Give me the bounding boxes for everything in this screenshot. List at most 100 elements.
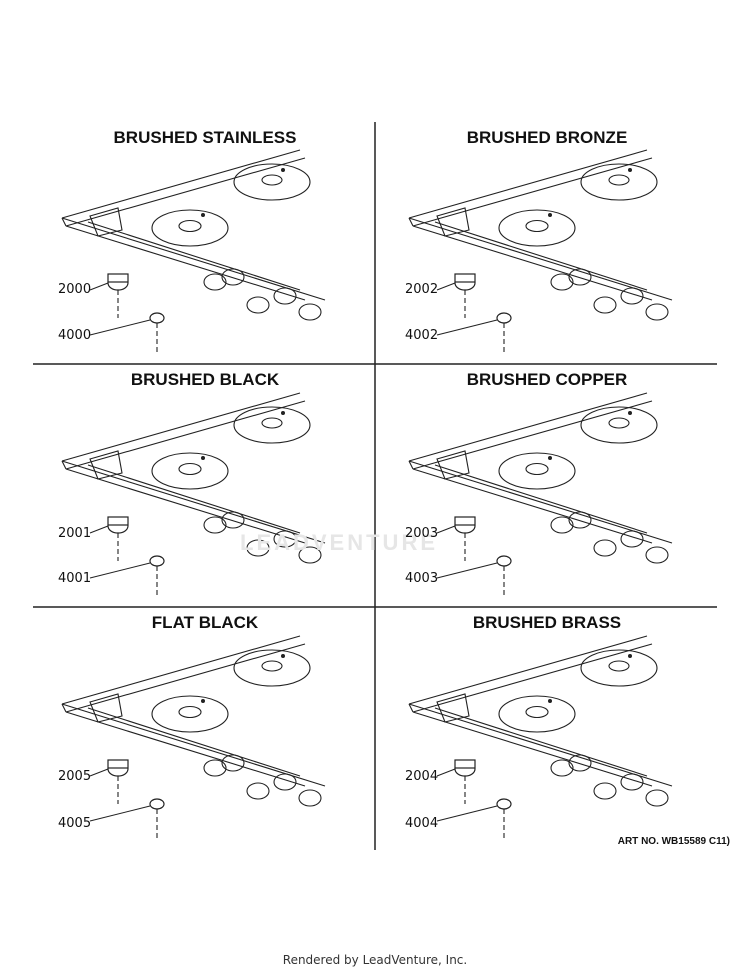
knob-insert: [149, 798, 165, 810]
insert-leader-line: [436, 319, 498, 336]
cooktop-panel-5: [408, 635, 673, 841]
control-recess-2: [273, 773, 297, 791]
burner-front-outer: [498, 695, 576, 733]
burner-front-igniter: [201, 456, 205, 460]
panel-title-0: BRUSHED STAINLESS: [113, 128, 297, 147]
insert-callout-5[interactable]: 4004: [405, 816, 439, 831]
burner-rear-cap: [261, 660, 283, 672]
control-recess-1: [246, 782, 270, 800]
control-recess-4: [568, 511, 592, 529]
knob-callout-3[interactable]: 2003: [405, 526, 439, 541]
knob-callout-1[interactable]: 2002: [405, 282, 439, 297]
control-recess-4: [221, 511, 245, 529]
burner-front-cap: [178, 705, 202, 719]
cooktop-panel-1: [408, 149, 673, 355]
burner-rear-outer: [233, 649, 311, 687]
insert-callout-0[interactable]: 4000: [58, 328, 92, 343]
cooktop-corner-trim: [89, 693, 123, 723]
cooktop-back-edge: [61, 635, 306, 713]
assembly-axis: [117, 776, 158, 841]
control-recess-4: [568, 754, 592, 772]
control-knob-top: [454, 273, 476, 283]
assembly-axis: [117, 533, 158, 598]
burner-front-outer: [498, 452, 576, 490]
knob-insert: [496, 312, 512, 324]
burner-rear-igniter: [628, 411, 632, 415]
control-recess-1: [593, 296, 617, 314]
burner-front-outer: [498, 209, 576, 247]
panel-title-2: BRUSHED BLACK: [130, 370, 280, 389]
cooktop-front-edge: [61, 460, 326, 544]
cooktop-panel-4: [61, 635, 326, 841]
cooktop-back-edge: [408, 392, 653, 470]
knob-leader-line: [89, 282, 109, 291]
control-recess-4: [221, 754, 245, 772]
knob-callout-4[interactable]: 2005: [58, 769, 92, 784]
control-recess-1: [246, 539, 270, 557]
control-recess-2: [273, 530, 297, 548]
control-recess-3: [298, 546, 322, 564]
control-recess-0: [203, 759, 227, 777]
cooktop-panel-3: [408, 392, 673, 598]
control-recess-3: [298, 789, 322, 807]
control-recess-3: [645, 789, 669, 807]
cooktop-front-edge: [408, 703, 673, 787]
insert-callout-2[interactable]: 4001: [58, 571, 92, 586]
control-recess-3: [645, 546, 669, 564]
cooktop-panel-2: [61, 392, 326, 598]
control-recess-4: [568, 268, 592, 286]
insert-callout-3[interactable]: 4003: [405, 571, 439, 586]
panel-title-3: BRUSHED COPPER: [466, 370, 628, 389]
burner-rear-outer: [233, 406, 311, 444]
control-recess-0: [203, 273, 227, 291]
cooktop-corner-trim: [436, 207, 470, 237]
assembly-axis: [117, 290, 158, 355]
insert-callout-1[interactable]: 4002: [405, 328, 439, 343]
burner-front-outer: [151, 452, 229, 490]
knob-insert: [496, 798, 512, 810]
burner-rear-cap: [261, 417, 283, 429]
control-recess-3: [645, 303, 669, 321]
burner-rear-igniter: [281, 168, 285, 172]
burner-front-igniter: [201, 213, 205, 217]
knob-insert: [496, 555, 512, 567]
burner-rear-cap: [608, 660, 630, 672]
control-recess-3: [298, 303, 322, 321]
burner-front-igniter: [548, 213, 552, 217]
burner-rear-outer: [233, 163, 311, 201]
burner-rear-igniter: [281, 654, 285, 658]
control-knob-top: [454, 516, 476, 526]
knob-leader-line: [89, 525, 109, 534]
insert-leader-line: [436, 805, 498, 822]
control-recess-1: [593, 539, 617, 557]
burner-front-cap: [525, 705, 549, 719]
knob-callout-0[interactable]: 2000: [58, 282, 92, 297]
control-recess-2: [273, 287, 297, 305]
cooktop-corner-trim: [89, 207, 123, 237]
burner-rear-outer: [580, 649, 658, 687]
burner-front-cap: [178, 462, 202, 476]
cooktop-front-edge: [408, 217, 673, 301]
knob-callout-2[interactable]: 2001: [58, 526, 92, 541]
panel-title-1: BRUSHED BRONZE: [466, 128, 628, 147]
cooktop-panel-0: [61, 149, 326, 355]
burner-rear-igniter: [281, 411, 285, 415]
control-knob-top: [107, 759, 129, 769]
control-recess-2: [620, 773, 644, 791]
cooktop-corner-trim: [436, 693, 470, 723]
cooktop-back-edge: [408, 149, 653, 227]
control-knob-top: [107, 273, 129, 283]
insert-leader-line: [89, 805, 151, 822]
knob-callout-5[interactable]: 2004: [405, 769, 439, 784]
art-number: ART NO. WB15589 C11): [617, 836, 730, 847]
knob-insert: [149, 555, 165, 567]
knob-insert: [149, 312, 165, 324]
cooktop-corner-trim: [89, 450, 123, 480]
assembly-axis: [464, 290, 505, 355]
control-recess-0: [550, 516, 574, 534]
burner-front-cap: [178, 219, 202, 233]
control-recess-0: [550, 273, 574, 291]
insert-callout-4[interactable]: 4005: [58, 816, 92, 831]
cooktop-back-edge: [61, 149, 306, 227]
